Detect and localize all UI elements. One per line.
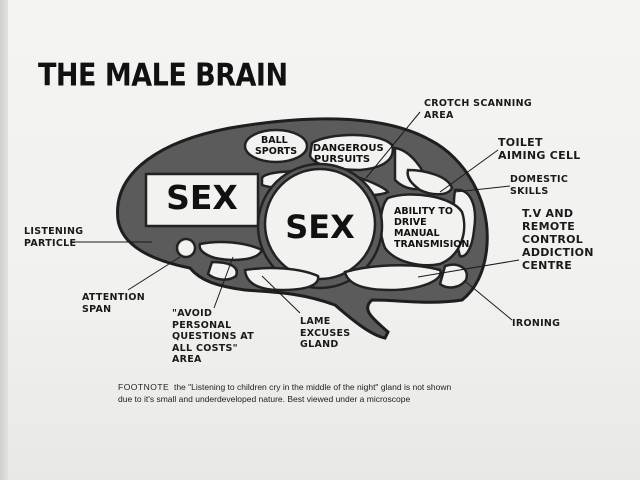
- ball-sports-text: BALL SPORTS: [255, 135, 297, 157]
- lower-right-region: [343, 263, 442, 292]
- label-lame-excuses: LAME EXCUSES GLAND: [300, 316, 351, 350]
- leader-lines: [70, 111, 520, 321]
- footnote-line2: due to it's small and underdeveloped nat…: [118, 394, 411, 404]
- ball-sports-region: [243, 128, 309, 164]
- sex-large-text: SEX: [166, 178, 238, 217]
- page-title: THE MALE BRAIN: [38, 58, 288, 94]
- label-domestic-skills: DOMESTIC SKILLS: [510, 174, 569, 197]
- label-ironing: IRONING: [512, 318, 561, 329]
- ability-text: ABILITY TO DRIVE MANUAL TRANSMISION: [394, 206, 469, 250]
- listening-particle: [175, 237, 197, 259]
- label-toilet-aiming: TOILET AIMING CELL: [498, 136, 581, 162]
- label-tv-remote: T.V AND REMOTE CONTROL ADDICTION CENTRE: [522, 207, 594, 272]
- footnote-lead: FOOTNOTE: [118, 382, 170, 392]
- paper-edge: [0, 0, 8, 480]
- left-lower-region: [198, 240, 264, 262]
- label-avoid-personal: "AVOID PERSONAL QUESTIONS AT ALL COSTS" …: [172, 308, 255, 365]
- label-attention-span: ATTENTION SPAN: [82, 292, 145, 315]
- toilet-region: [406, 168, 454, 196]
- lame-region: [243, 266, 320, 292]
- footnote-line1: the "Listening to children cry in the mi…: [173, 382, 452, 392]
- label-crotch-scanning: CROTCH SCANNING AREA: [424, 98, 532, 121]
- tv-region: [438, 263, 469, 289]
- sex-center-text: SEX: [285, 208, 355, 246]
- avoid-region: [206, 260, 238, 281]
- footnote: FOOTNOTE the "Listening to children cry …: [118, 381, 588, 405]
- dangerous-pursuits-text: DANGEROUS PURSUITS: [313, 143, 387, 165]
- label-listening-particle: LISTENING PARTICLE: [24, 226, 84, 249]
- sex-box-region: [144, 172, 260, 228]
